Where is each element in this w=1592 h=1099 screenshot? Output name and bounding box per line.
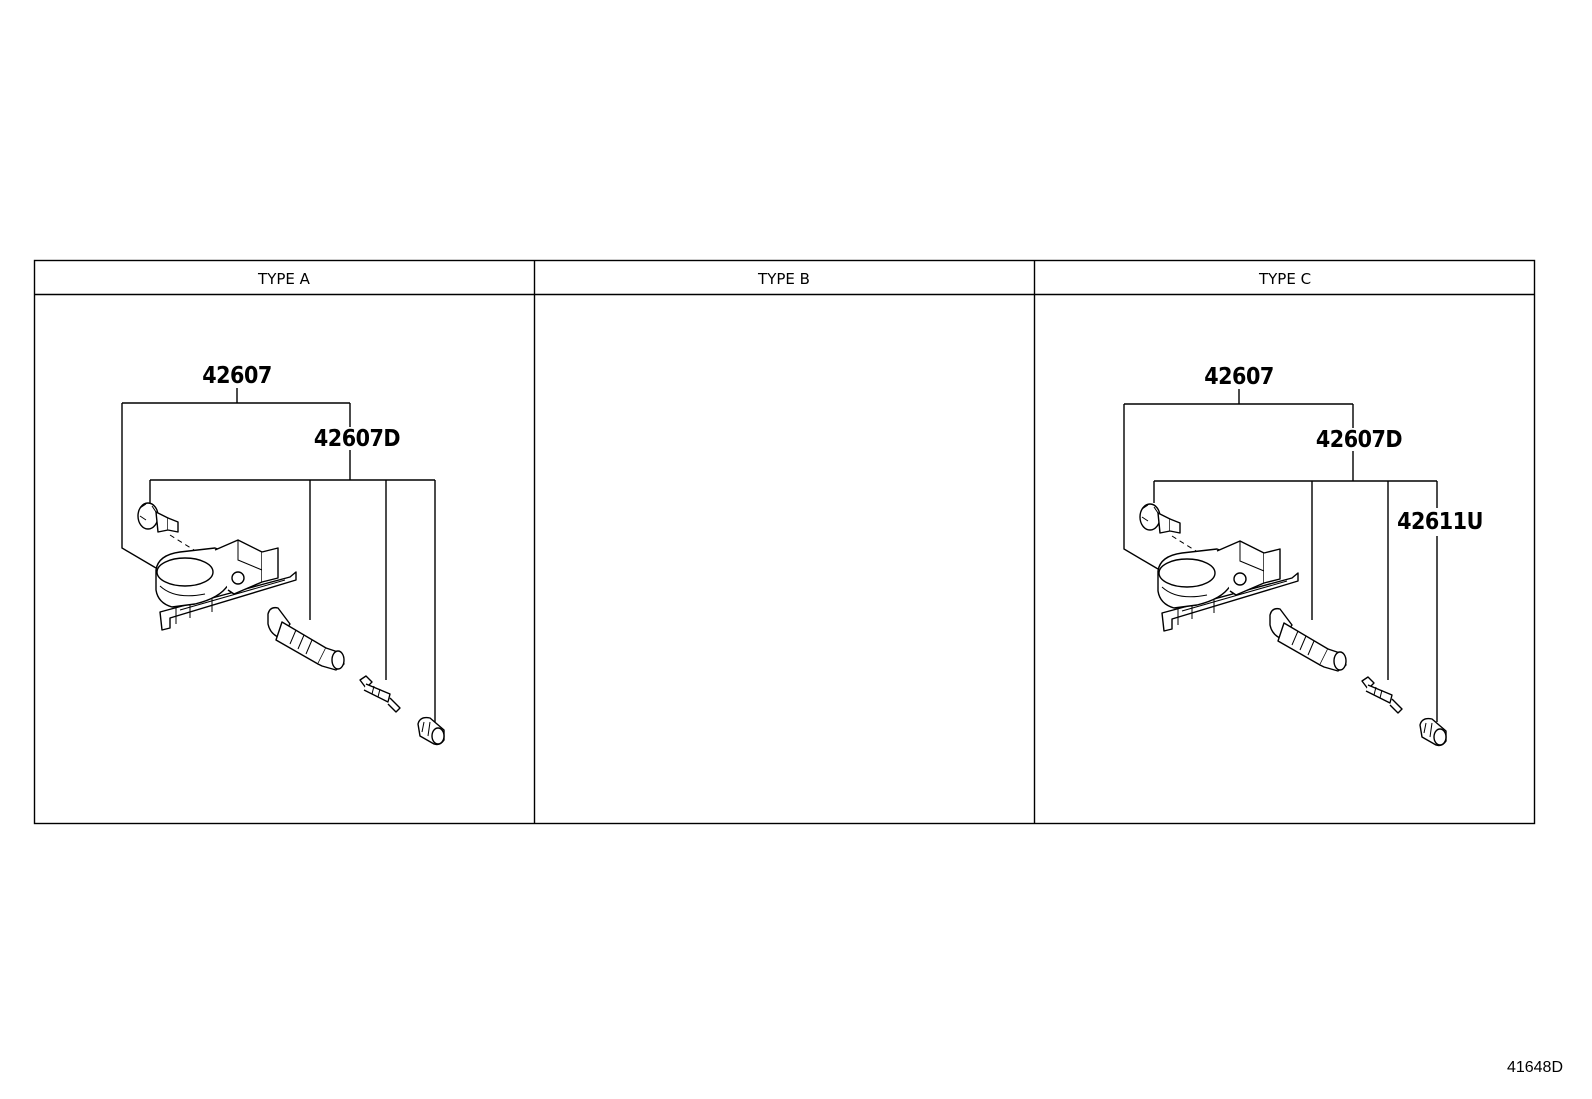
panel-c-header: TYPE C [1258, 270, 1311, 288]
panel-a-content: 42607 42607D [121, 363, 445, 746]
panel-c-subassembly-number: 42607D [1316, 427, 1402, 453]
diagram-reference-number: 41648D [1507, 1059, 1563, 1076]
panel-c-sensor-kit [1139, 503, 1447, 747]
table-frame [33, 259, 1536, 825]
panel-a-sensor-kit [137, 502, 445, 746]
panel-c-content: 42607 42607D 42611U [1123, 364, 1483, 747]
panel-b-header: TYPE B [757, 270, 810, 288]
panel-a-assembly-number: 42607 [202, 363, 272, 389]
panel-c-assembly-number: 42607 [1204, 364, 1274, 390]
panel-a-subassembly-number: 42607D [314, 426, 400, 452]
panel-a-header: TYPE A [257, 270, 311, 288]
panel-c-part-number: 42611U [1397, 509, 1483, 535]
panel-a-leader-lines [121, 388, 436, 722]
panel-c-leader-lines [1123, 389, 1438, 722]
